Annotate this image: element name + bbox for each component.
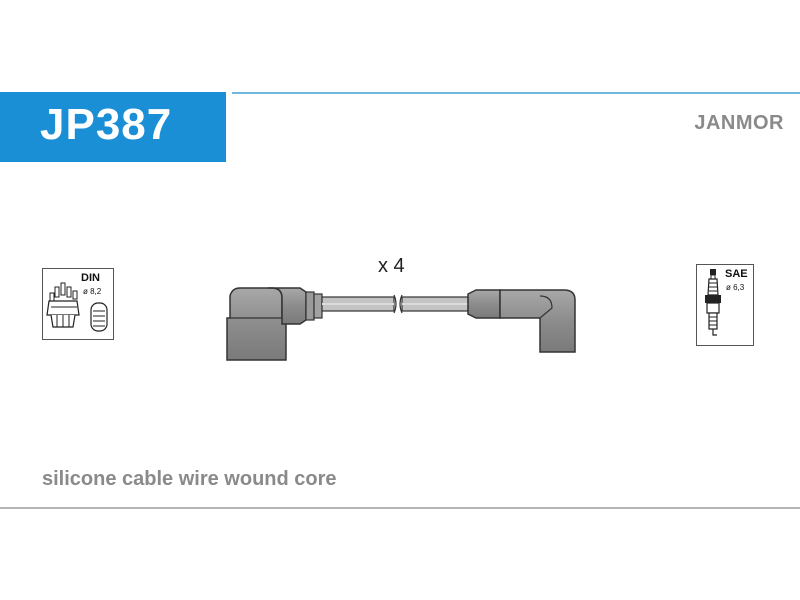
cable-wire [321, 294, 469, 314]
part-number-banner [0, 92, 226, 162]
brand-name: JANMOR [694, 112, 784, 134]
sae-label: SAE [725, 268, 748, 280]
spark-plug-icon [705, 269, 721, 336]
din-diameter: ø 8,2 [83, 287, 102, 296]
part-number: JP387 [40, 100, 173, 149]
distributor-cap-icon [46, 282, 108, 332]
header-divider [232, 92, 800, 94]
right-angled-boot [467, 289, 576, 353]
din-label: DIN [81, 272, 100, 284]
product-description: silicone cable wire wound core [42, 468, 337, 490]
sae-diameter: ø 6,3 [726, 283, 745, 292]
sae-connector-box: SAE ø 6,3 [696, 264, 754, 346]
din-connector-box: DIN ø 8,2 [42, 268, 114, 340]
left-angled-boot [226, 287, 323, 361]
quantity-label: x 4 [378, 255, 405, 277]
footer-divider [0, 507, 800, 509]
